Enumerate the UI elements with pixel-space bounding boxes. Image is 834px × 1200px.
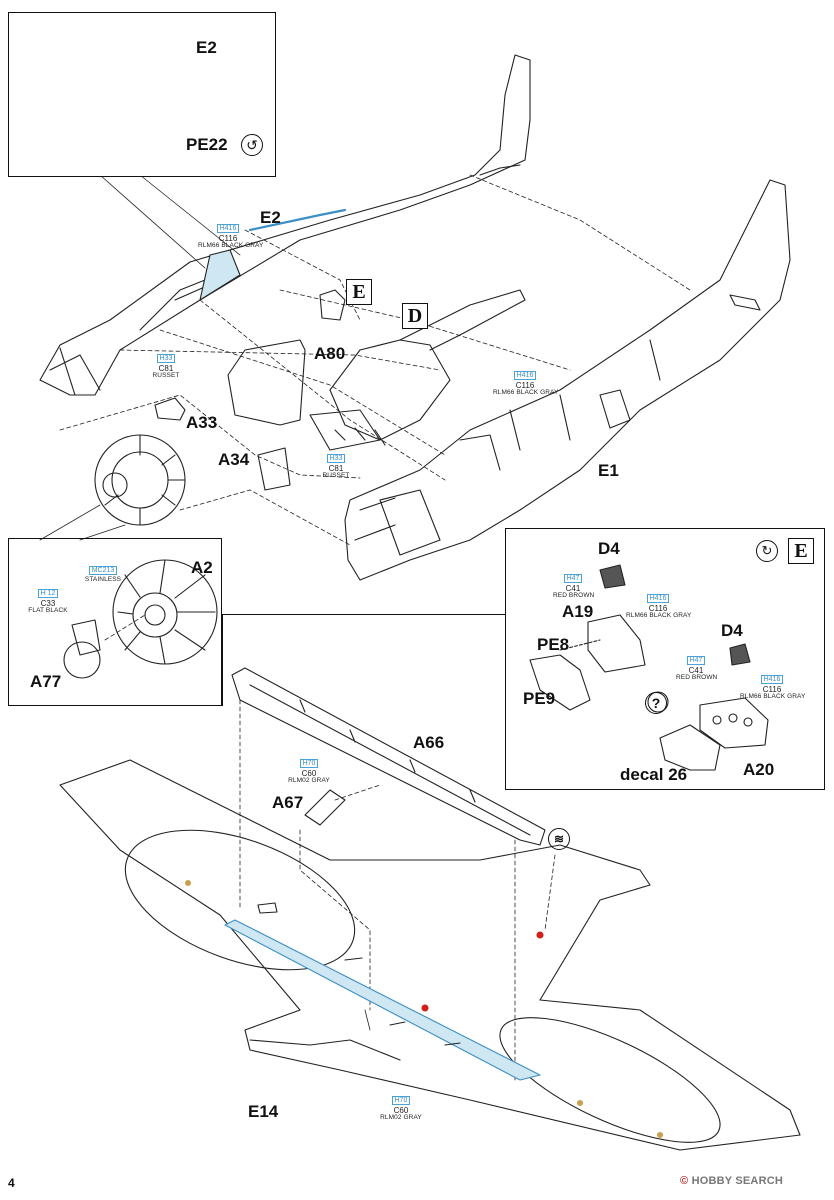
- flip-over-icon: ↺: [241, 134, 263, 156]
- rotate-arrow-icon: ↻: [756, 540, 778, 562]
- label-e14: E14: [248, 1102, 279, 1121]
- watermark-logo: ©: [680, 1175, 689, 1187]
- callout-box-spar-border: [222, 614, 505, 615]
- callout-box-pe22: [8, 12, 276, 177]
- fuselage-left-half: [39, 54, 531, 396]
- paint-callout-russet-a34: H33 C81 RUSSET: [322, 454, 350, 480]
- spring-coil-icon: ≋: [548, 828, 570, 850]
- fuselage-right-half: [344, 179, 791, 581]
- callout-box-seat-brackets: [505, 528, 825, 790]
- label-a2: A2: [191, 558, 213, 577]
- label-pe22: PE22: [186, 135, 228, 154]
- paint-callout-rlm02-e14: H70 C60 RLM02 GRAY: [380, 1096, 422, 1122]
- paint-callout-flat-black: H 12 C33 FLAT BLACK: [28, 589, 68, 615]
- paint-callout-russet-a33: H33 C81 RUSSET: [152, 354, 180, 380]
- paint-callout-rlm66-d4a: H416 C116 RLM66 BLACK GRAY: [626, 594, 692, 620]
- paint-callout-red-brown-1: H47 C41 RED BROWN: [553, 574, 595, 600]
- label-a77: A77: [30, 672, 62, 691]
- label-d4-first: D4: [598, 539, 620, 558]
- paint-callout-rlm66-top: H416 C116 RLM66 BLACK GRAY: [198, 224, 264, 250]
- callout-box-engine: [8, 538, 222, 706]
- label-decal-26: decal 26: [620, 765, 688, 784]
- paint-callout-stainless: MC213 STAINLESS: [84, 566, 122, 583]
- paint-callout-rlm02-a66: H70 C60 RLM02 GRAY: [288, 759, 330, 785]
- page-number: 4: [8, 1176, 15, 1190]
- watermark: © HOBBY SEARCH: [680, 1175, 784, 1187]
- label-e2-callout: E2: [196, 38, 217, 57]
- label-a34: A34: [218, 450, 250, 469]
- label-e1: E1: [598, 461, 619, 480]
- label-d4-second: D4: [721, 621, 743, 640]
- lower-wing-e14: [59, 759, 801, 1151]
- paint-callout-red-brown-2: H47 C41 RED BROWN: [676, 656, 718, 682]
- bulkhead-a80: [227, 339, 306, 426]
- callout-box-spar-border-left: [222, 614, 223, 706]
- paint-callout-rlm66-e1: H416 C116 RLM66 BLACK GRAY: [493, 371, 559, 397]
- part-a67: [304, 789, 346, 826]
- label-a20: A20: [743, 760, 775, 779]
- part-a33: [154, 397, 186, 421]
- part-a34: [257, 447, 291, 491]
- label-pe9: PE9: [523, 689, 556, 708]
- sprue-letter-e: E: [346, 279, 372, 305]
- sprue-letter-d: D: [402, 303, 428, 329]
- sprue-letter-e-callout: E: [788, 538, 814, 564]
- label-a67: A67: [272, 793, 304, 812]
- paint-callout-rlm66-d4b: H416 C116 RLM66 BLACK GRAY: [740, 675, 806, 701]
- label-a33: A33: [186, 413, 218, 432]
- label-a80: A80: [314, 344, 346, 363]
- label-e2: E2: [260, 208, 281, 227]
- label-pe8: PE8: [537, 635, 570, 654]
- label-a66: A66: [413, 733, 445, 752]
- question-mark-icon: ?: [645, 692, 667, 714]
- label-a19: A19: [562, 602, 594, 621]
